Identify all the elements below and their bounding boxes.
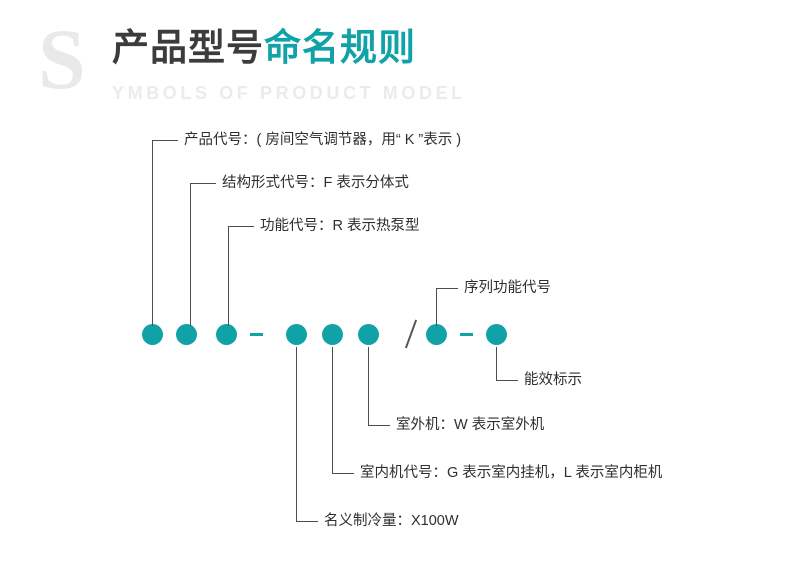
leader-hline-cooling-capacity bbox=[296, 521, 318, 522]
leader-hline-energy-label bbox=[496, 380, 518, 381]
label-indoor-unit: 室内机代号：G 表示室内挂机，L 表示室内柜机 bbox=[360, 465, 663, 481]
page-title-teal: 命名规则 bbox=[264, 27, 416, 68]
label-function-code: 功能代号：R 表示热泵型 bbox=[260, 218, 420, 234]
model-dot-5 bbox=[322, 324, 343, 345]
leader-vline-structure-code bbox=[190, 183, 191, 326]
label-serial-function: 序列功能代号 bbox=[464, 280, 551, 296]
label-energy-label: 能效标示 bbox=[524, 372, 582, 388]
leader-hline-product-code bbox=[152, 140, 178, 141]
leader-vline-function-code bbox=[228, 226, 229, 326]
label-cooling-capacity: 名义制冷量：X100W bbox=[324, 513, 459, 529]
label-product-code: 产品代号：( 房间空气调节器，用“ K ”表示 ) bbox=[184, 132, 462, 148]
leader-vline-indoor-unit bbox=[332, 347, 333, 473]
model-dot-6 bbox=[358, 324, 379, 345]
leader-vline-serial-function bbox=[436, 288, 437, 326]
model-dot-8 bbox=[486, 324, 507, 345]
leader-vline-outdoor-unit bbox=[368, 347, 369, 425]
model-dot-4 bbox=[286, 324, 307, 345]
decorative-letter-s: S bbox=[38, 11, 86, 107]
leader-hline-structure-code bbox=[190, 183, 216, 184]
page-title-dark: 产品型号 bbox=[112, 27, 264, 68]
model-separator-dash bbox=[250, 333, 263, 336]
leader-hline-indoor-unit bbox=[332, 473, 354, 474]
model-dot-3 bbox=[216, 324, 237, 345]
model-dot-7 bbox=[426, 324, 447, 345]
label-outdoor-unit: 室外机：W 表示室外机 bbox=[396, 417, 545, 433]
label-structure-code: 结构形式代号：F 表示分体式 bbox=[222, 175, 409, 191]
leader-vline-energy-label bbox=[496, 347, 497, 380]
model-dot-2 bbox=[176, 324, 197, 345]
page-title: 产品型号命名规则 bbox=[112, 26, 416, 70]
leader-vline-cooling-capacity bbox=[296, 347, 297, 521]
leader-hline-serial-function bbox=[436, 288, 458, 289]
model-separator-slash bbox=[404, 319, 418, 349]
leader-hline-outdoor-unit bbox=[368, 425, 390, 426]
model-dot-1 bbox=[142, 324, 163, 345]
model-separator-dash-2 bbox=[460, 333, 473, 336]
page-subtitle: YMBOLS OF PRODUCT MODEL bbox=[112, 83, 466, 103]
leader-vline-product-code bbox=[152, 140, 153, 326]
leader-hline-function-code bbox=[228, 226, 254, 227]
